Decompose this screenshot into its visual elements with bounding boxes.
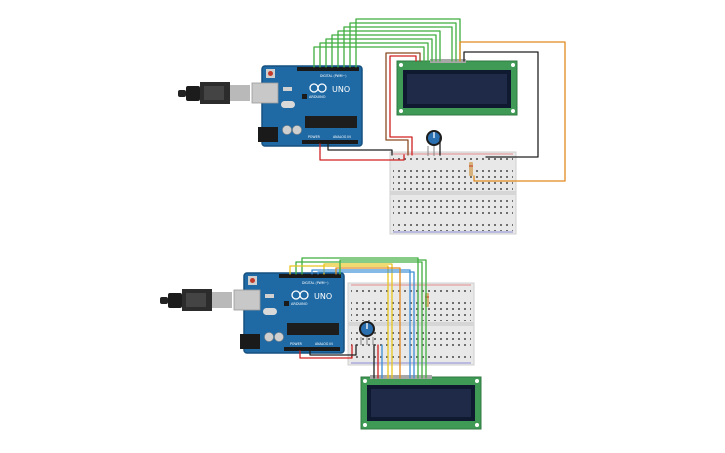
lcd-pin-header (430, 59, 466, 63)
usb-cable-2[interactable] (160, 289, 232, 311)
wires-2[interactable] (289, 257, 427, 379)
digital-label: DIGITAL (PWM~) (320, 74, 346, 78)
usb-cable-1[interactable] (178, 82, 250, 104)
potentiometer-2[interactable] (359, 321, 375, 345)
resistor-1[interactable] (469, 162, 473, 176)
arduino-uno-board-1[interactable]: UNO ARDUINO DIGITAL (PWM~) POWER ANALOG … (251, 65, 363, 147)
arduino-uno-board-2[interactable]: UNO ARDUINO DIGITAL (PWM~) POWER ANALOG … (233, 272, 345, 354)
digital-label: DIGITAL (PWM~) (302, 281, 328, 285)
circuit-1: UNO ARDUINO DIGITAL (PWM~) POWER ANALOG … (178, 18, 566, 235)
circuit-2: UNO ARDUINO DIGITAL (PWM~) POWER ANALOG … (160, 257, 482, 430)
power-label: POWER (308, 135, 321, 139)
power-header (302, 140, 358, 144)
dc-jack-icon (240, 334, 260, 349)
wires-1[interactable] (313, 18, 566, 182)
digital-header (297, 67, 359, 71)
brand-label: ARDUINO (309, 95, 326, 99)
microcontroller-chip-icon (287, 323, 339, 335)
usb-port-icon (233, 289, 261, 311)
usb-port-icon (251, 82, 279, 104)
arduino-logo-icon (309, 83, 327, 93)
dc-jack-icon (258, 127, 278, 142)
lcd-display-2[interactable] (360, 375, 482, 430)
lcd-display-1[interactable] (396, 59, 518, 116)
power-label: POWER (290, 342, 303, 346)
model-label: UNO (314, 292, 332, 301)
arduino-logo-icon (291, 290, 309, 300)
analog-label: ANALOG IN (315, 342, 333, 346)
analog-label: ANALOG IN (333, 135, 351, 139)
digital-header (279, 274, 341, 278)
power-header (284, 347, 340, 351)
lcd-pin-header (370, 375, 432, 379)
breadboard-1[interactable] (389, 151, 517, 235)
microcontroller-chip-icon (305, 116, 357, 128)
brand-label: ARDUINO (291, 302, 308, 306)
model-label: UNO (332, 85, 350, 94)
